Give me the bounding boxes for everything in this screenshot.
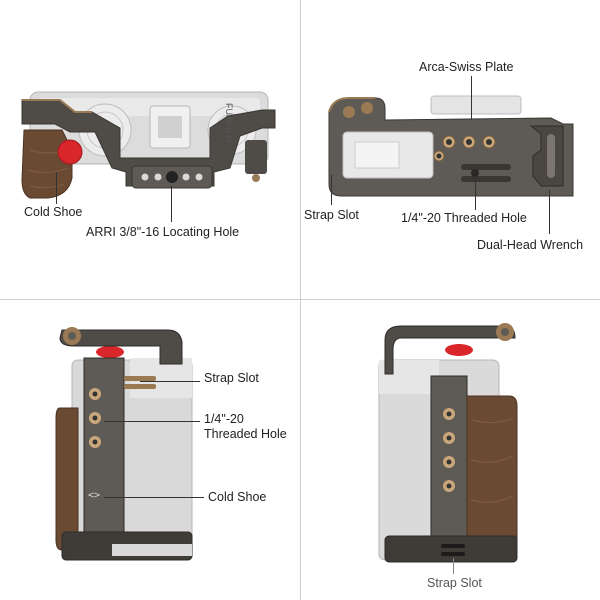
svg-text:<>: <> bbox=[88, 490, 100, 501]
threaded-hole-label-bl-line1: 1/4"-20 bbox=[204, 412, 244, 426]
camera-cage-top-view-illustration bbox=[21, 91, 276, 199]
horizontal-divider bbox=[0, 299, 600, 300]
vertical-divider bbox=[300, 0, 301, 600]
strap-slot-leader-br bbox=[453, 558, 454, 574]
threaded-hole-label-top: 1/4"-20 Threaded Hole bbox=[401, 211, 527, 225]
cold-shoe-label: Cold Shoe bbox=[24, 205, 83, 219]
camera-brand-text: FUJIFILM bbox=[224, 103, 234, 143]
locating-hole-label: ARRI 3/8"-16 Locating Hole bbox=[86, 225, 240, 239]
strap-slot-leader-bl bbox=[140, 381, 200, 382]
panel-top-view: FUJIFILM Cold Shoe ARRI 3/8"-16 Locating… bbox=[0, 0, 300, 299]
camera-cage-left-side-illustration: <> bbox=[55, 327, 193, 561]
cold-shoe-label-bl: Cold Shoe bbox=[208, 490, 267, 504]
locating-hole-leader bbox=[171, 186, 172, 222]
camera-cage-bottom-view-illustration bbox=[328, 95, 574, 197]
panel-right-side-view: Strap Slot bbox=[301, 300, 600, 600]
strap-slot-label-bl: Strap Slot bbox=[204, 371, 259, 385]
strap-slot-label-top: Strap Slot bbox=[304, 208, 359, 222]
strap-slot-label-br: Strap Slot bbox=[427, 576, 482, 590]
threaded-hole-label-bl-line2: Threaded Hole bbox=[204, 427, 287, 441]
strap-slot-leader bbox=[331, 175, 332, 205]
wrench-leader bbox=[549, 190, 550, 234]
panel-bottom-view: Arca-Swiss Plate Strap Slot 1/4"-20 Thre… bbox=[301, 0, 600, 299]
arca-swiss-label: Arca-Swiss Plate bbox=[419, 60, 514, 74]
camera-cage-right-side-illustration bbox=[378, 323, 518, 563]
cold-shoe-leader-bl bbox=[104, 497, 204, 498]
panel-left-side-view: <> Strap Slot 1/4"-20 Threaded Hole Cold… bbox=[0, 300, 300, 600]
threaded-hole-leader bbox=[475, 176, 476, 210]
wrench-label: Dual-Head Wrench bbox=[477, 238, 584, 252]
cold-shoe-leader bbox=[56, 172, 57, 204]
threaded-hole-leader-bl bbox=[104, 421, 200, 422]
arca-leader bbox=[471, 76, 472, 120]
